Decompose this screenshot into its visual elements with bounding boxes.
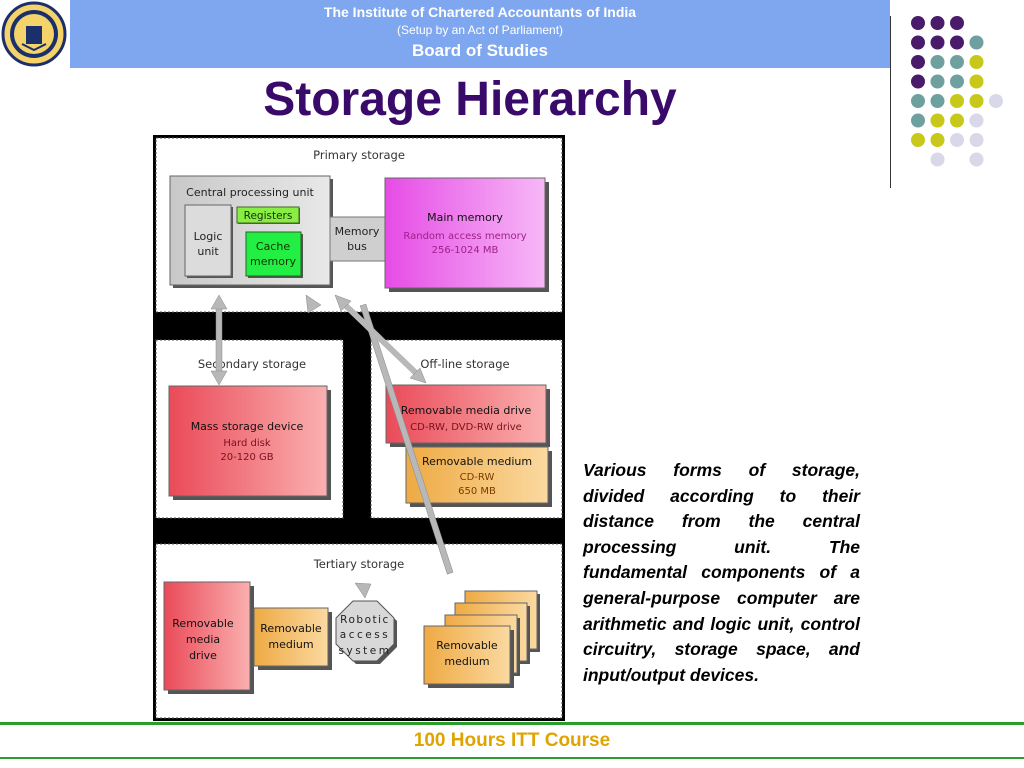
tertiary-medium-line1: Removable xyxy=(260,622,322,635)
main-memory-box xyxy=(384,177,546,289)
removable-medium-sub2: 650 MB xyxy=(458,486,496,497)
tertiary-drive-line1: Removable xyxy=(172,617,234,630)
decorative-dot xyxy=(969,133,984,147)
decorative-dot xyxy=(989,94,1003,108)
decorative-dot xyxy=(911,16,925,30)
decorative-dot xyxy=(911,133,925,147)
decorative-dot xyxy=(930,55,945,69)
logic-unit-line2: unit xyxy=(197,245,219,258)
main-memory-sub1: Random access memory xyxy=(403,231,526,242)
decorative-dot xyxy=(930,94,945,108)
cpu-label: Central processing unit xyxy=(186,186,314,199)
tertiary-storage-title: Tertiary storage xyxy=(313,557,405,571)
tertiary-medium-box xyxy=(253,607,329,667)
decorative-dot xyxy=(969,55,984,69)
decorative-dot xyxy=(911,35,925,50)
footer-rule-bottom xyxy=(0,757,1024,759)
decorative-dot xyxy=(950,113,964,128)
decorative-dot xyxy=(911,94,925,108)
memory-bus-box xyxy=(329,216,386,262)
decorative-dot xyxy=(969,74,984,89)
decorative-dot xyxy=(911,55,925,69)
storage-hierarchy-diagram: Primary storage Central processing unit … xyxy=(153,135,565,721)
cache-line1: Cache xyxy=(256,240,290,253)
offline-storage-title: Off-line storage xyxy=(420,357,509,371)
main-memory-label: Main memory xyxy=(427,211,503,224)
memory-bus-line2: bus xyxy=(347,240,367,253)
arrow-cpu-tertiary xyxy=(305,294,454,599)
stack-medium-line2: medium xyxy=(444,655,489,668)
diagram-caption: Various forms of storage, divided accord… xyxy=(583,460,860,685)
footer-course: 100 Hours ITT Course xyxy=(413,730,611,751)
memory-bus-line1: Memory xyxy=(335,225,380,238)
tertiary-drive-line2: media xyxy=(186,633,220,646)
decorative-dot xyxy=(930,74,945,89)
robotic-line1: Robotic xyxy=(340,614,390,626)
logic-unit-line1: Logic xyxy=(194,230,223,243)
arrow-cpu-secondary xyxy=(210,294,228,386)
decorative-dot xyxy=(950,94,964,108)
footer-rule-top xyxy=(0,722,1024,725)
decorative-dot xyxy=(930,133,945,147)
tertiary-drive-line3: drive xyxy=(189,649,217,662)
secondary-storage-title: Secondary storage xyxy=(198,357,306,371)
decorative-dot xyxy=(930,35,945,50)
decorative-dot xyxy=(911,113,925,128)
robotic-line3: system xyxy=(339,645,392,657)
decorative-dot xyxy=(911,74,925,89)
decorative-dot xyxy=(950,35,964,50)
mass-storage-label: Mass storage device xyxy=(191,420,304,433)
decorative-dot xyxy=(950,16,964,30)
removable-medium-sub1: CD-RW xyxy=(460,472,495,483)
decorative-dot xyxy=(930,16,945,30)
registers-box xyxy=(236,206,300,224)
icai-emblem-icon xyxy=(1,1,67,67)
registers-label: Registers xyxy=(244,210,293,222)
removable-drive-sub: CD-RW, DVD-RW drive xyxy=(410,422,522,433)
decorative-dot xyxy=(969,152,984,167)
removable-medium-box xyxy=(405,446,549,504)
decorative-dot xyxy=(930,152,945,167)
main-memory-sub2: 256-1024 MB xyxy=(432,245,499,256)
robotic-line2: access xyxy=(340,629,390,641)
stack-medium-line1: Removable xyxy=(436,639,498,652)
header-band xyxy=(70,0,890,68)
institute-setup: (Setup by an Act of Parliament) xyxy=(396,23,564,37)
page-title: Storage Hierarchy xyxy=(263,73,677,126)
decorative-dot xyxy=(950,133,964,147)
mass-storage-box xyxy=(168,385,328,497)
logic-unit-box xyxy=(184,204,232,277)
board-name: Board of Studies xyxy=(411,41,548,60)
media-stack xyxy=(423,590,540,688)
cache-line2: memory xyxy=(250,255,296,268)
decorative-dot xyxy=(950,55,964,69)
primary-storage-title: Primary storage xyxy=(313,148,405,162)
decorative-dot xyxy=(969,35,984,50)
divider-line xyxy=(890,16,891,188)
tertiary-medium-line2: medium xyxy=(268,638,313,651)
mass-storage-sub2: 20-120 GB xyxy=(220,452,273,463)
institute-name: The Institute of Chartered Accountants o… xyxy=(323,4,637,20)
cache-memory-box xyxy=(245,231,302,277)
mass-storage-sub1: Hard disk xyxy=(223,438,270,449)
arrow-cpu-offline xyxy=(334,294,427,384)
decorative-dot-grid xyxy=(911,16,1003,167)
robotic-system-octagon xyxy=(335,600,395,662)
tertiary-drive-box xyxy=(163,581,251,691)
decorative-dot xyxy=(969,94,984,108)
decorative-dot xyxy=(930,113,945,128)
removable-medium-label: Removable medium xyxy=(422,455,532,468)
decorative-dot xyxy=(969,113,984,128)
removable-drive-label: Removable media drive xyxy=(401,404,532,417)
decorative-dot xyxy=(950,74,964,89)
removable-drive-box xyxy=(385,384,547,444)
